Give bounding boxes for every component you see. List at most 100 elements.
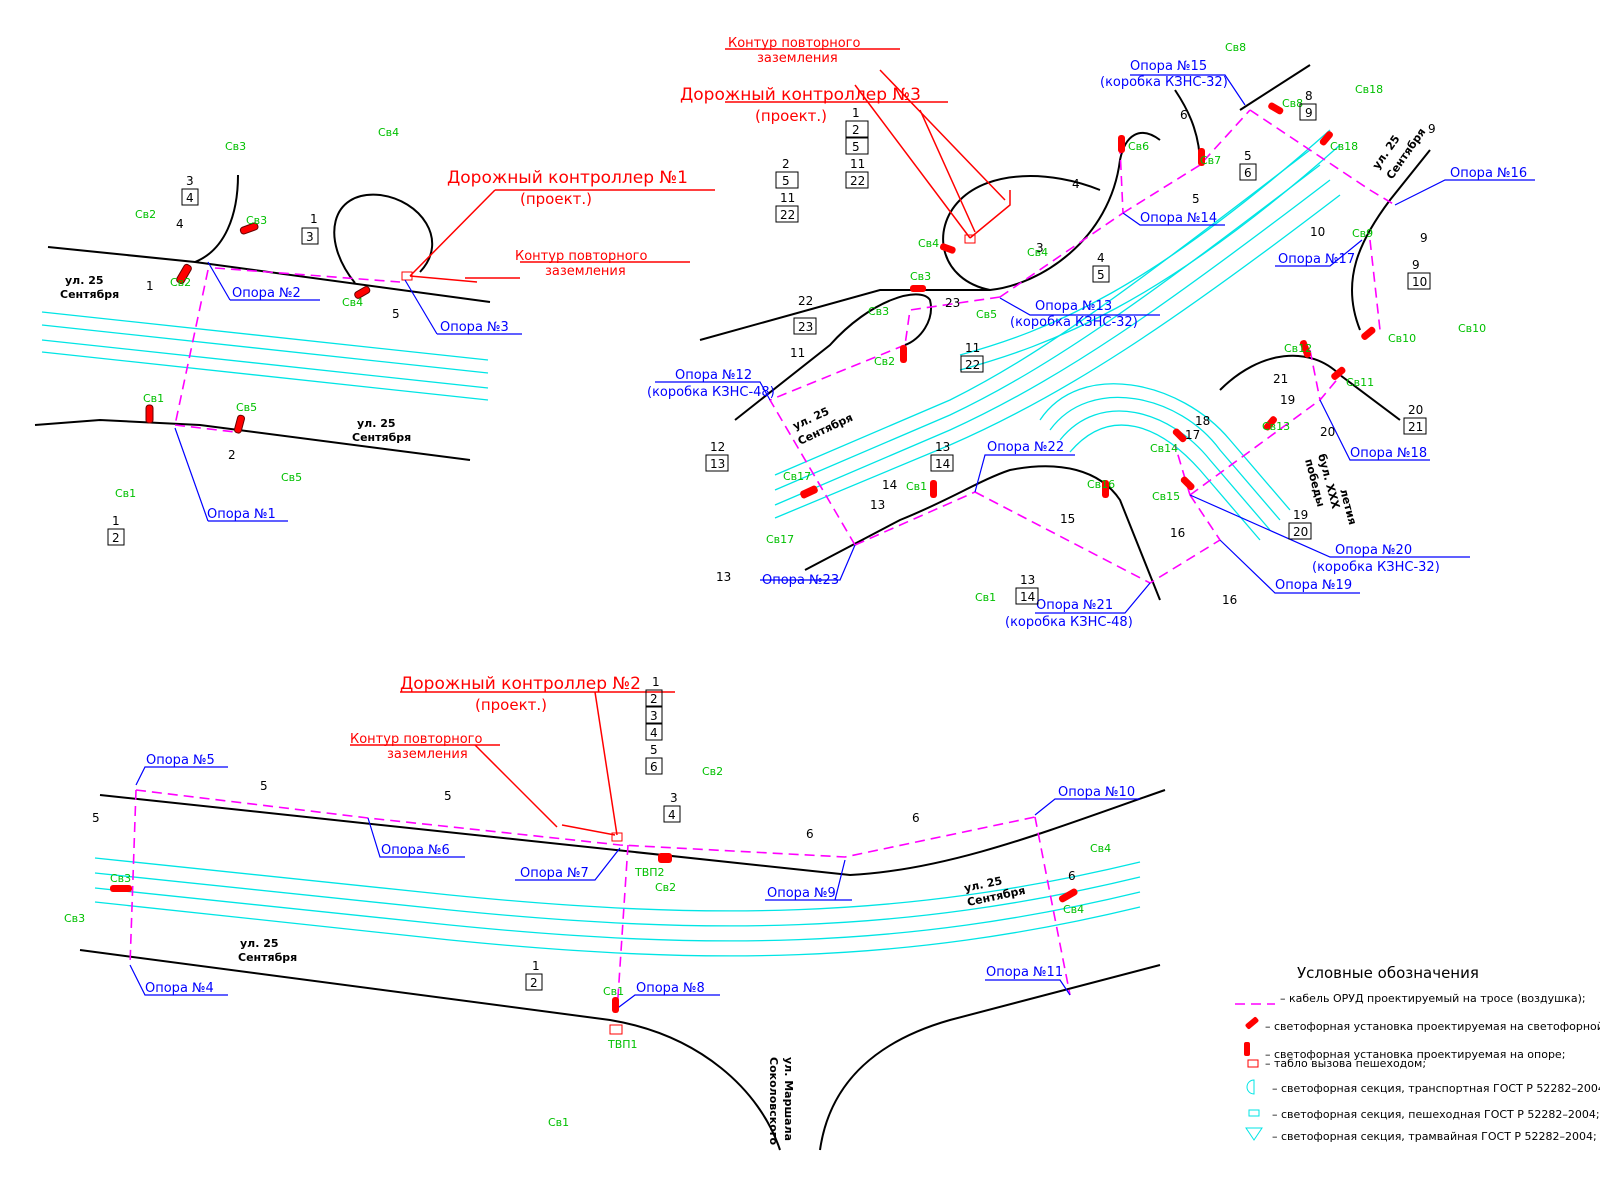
signal-posts[interactable] — [799, 101, 1377, 499]
signal-label: Св3 — [64, 912, 85, 925]
street-label: ул. 25 — [357, 417, 396, 430]
signal-post[interactable] — [176, 263, 193, 285]
pole-9-label: Опора №9 — [767, 886, 836, 901]
signal-post[interactable] — [110, 885, 132, 892]
svg-text:23: 23 — [945, 296, 960, 310]
signal-post[interactable] — [354, 285, 371, 299]
svg-text:6: 6 — [912, 811, 920, 825]
ground-label-bottom: заземления — [545, 264, 626, 279]
svg-text:1: 1 — [852, 106, 860, 120]
leader-line — [1275, 239, 1363, 267]
legend-title: Условные обозначения — [1297, 964, 1479, 982]
pole-20-label: Опора №20 — [1335, 543, 1412, 558]
svg-text:11: 11 — [780, 191, 795, 205]
svg-text:4: 4 — [668, 808, 676, 822]
svg-text:2: 2 — [228, 448, 236, 462]
svg-text:14: 14 — [1020, 590, 1035, 604]
signal-label: Св1 — [906, 480, 927, 493]
svg-text:15: 15 — [1060, 512, 1075, 526]
svg-text:3: 3 — [186, 174, 194, 188]
svg-text:14: 14 — [882, 478, 897, 492]
cable-line — [904, 296, 1001, 346]
leader-line — [1034, 798, 1140, 816]
cable-line — [1249, 109, 1396, 206]
svg-text:1: 1 — [146, 279, 154, 293]
cable-line — [616, 844, 629, 1013]
svg-text:5: 5 — [650, 743, 658, 757]
svg-text:5: 5 — [1244, 149, 1252, 163]
svg-text:22: 22 — [780, 208, 795, 222]
road-edge — [194, 174, 239, 263]
signal-label: Св16 — [1087, 478, 1115, 491]
svg-text:3: 3 — [1036, 241, 1044, 255]
legend-item-3: – светофорная установка проектируемая на… — [1265, 1048, 1565, 1061]
svg-text:21: 21 — [1273, 372, 1288, 386]
svg-text:20: 20 — [1293, 525, 1308, 539]
pole-22-label: Опора №22 — [987, 440, 1064, 455]
signal-label: Св12 — [1284, 342, 1312, 355]
leader-line — [765, 859, 852, 901]
ground-label-bottom: заземления — [757, 51, 838, 66]
svg-text:12: 12 — [710, 440, 725, 454]
leader-line — [1319, 399, 1430, 461]
signal-post[interactable] — [612, 997, 619, 1013]
leader-line — [404, 279, 438, 335]
svg-text:11: 11 — [965, 341, 980, 355]
street-label: Сентября — [352, 431, 411, 444]
legend-tram-section-icon — [1245, 1127, 1263, 1141]
signal-post[interactable] — [239, 222, 259, 235]
svg-text:22: 22 — [798, 294, 813, 308]
controller-1-box[interactable] — [401, 271, 413, 281]
signal-label: Св13 — [1262, 420, 1290, 433]
svg-text:21: 21 — [1408, 420, 1423, 434]
signal-post[interactable] — [145, 404, 154, 424]
pole-4-label: Опора №4 — [145, 981, 214, 996]
svg-text:6: 6 — [1180, 108, 1188, 122]
signal-label: Св18 — [1355, 83, 1383, 96]
controller-1-title: Дорожный контроллер №1 — [447, 168, 688, 188]
svg-text:13: 13 — [935, 440, 950, 454]
svg-text:17: 17 — [1185, 428, 1200, 442]
signal-label: Св2 — [170, 276, 191, 289]
cable-line — [1369, 239, 1381, 331]
leader-line — [1035, 582, 1151, 614]
svg-text:5: 5 — [392, 307, 400, 321]
cable-line — [174, 269, 209, 426]
pole-16-label: Опора №16 — [1450, 166, 1527, 181]
controller-2-title: Дорожный контроллер №2 — [400, 674, 641, 694]
ground-line — [409, 275, 478, 283]
signal-label: Св1 — [603, 985, 624, 998]
svg-text:20: 20 — [1320, 425, 1335, 439]
signal-post[interactable] — [233, 414, 246, 434]
signal-label: Св5 — [281, 471, 302, 484]
pole-19-label: Опора №19 — [1275, 578, 1352, 593]
cable-index-labels: 1 2 3 4 5 6 5 5 5 3 4 6 6 6 1 2 — [92, 675, 1076, 991]
road-edge — [1239, 64, 1311, 111]
street-label: ул. Маршала — [782, 1057, 795, 1141]
svg-text:13: 13 — [1020, 573, 1035, 587]
svg-text:23: 23 — [798, 320, 813, 334]
pole-6-label: Опора №6 — [381, 843, 450, 858]
svg-text:6: 6 — [1244, 166, 1252, 180]
svg-text:4: 4 — [176, 217, 184, 231]
signal-label: Св8 — [1225, 41, 1246, 54]
svg-text:9: 9 — [1305, 106, 1313, 120]
pole-14-label: Опора №14 — [1140, 211, 1217, 226]
pole-3-label: Опора №3 — [440, 320, 509, 335]
legend-item-6: – светофорная секция, пешеходная ГОСТ Р … — [1272, 1108, 1600, 1121]
svg-text:22: 22 — [965, 358, 980, 372]
leader-line — [1189, 494, 1470, 558]
svg-text:1: 1 — [652, 675, 660, 689]
road-edge — [99, 789, 1166, 877]
legend-pole-icon — [1244, 1042, 1250, 1056]
svg-text:6: 6 — [1068, 869, 1076, 883]
signal-label: Св1 — [115, 487, 136, 500]
pole-7-label: Опора №7 — [520, 866, 589, 881]
call-button-panel[interactable] — [609, 1024, 623, 1035]
controller-2-sub: (проект.) — [475, 696, 547, 714]
controller-3-box[interactable] — [964, 234, 976, 244]
tram-tracks — [774, 129, 1341, 541]
svg-text:10: 10 — [1310, 225, 1325, 239]
signal-post[interactable] — [1058, 887, 1079, 903]
signal-post[interactable] — [658, 853, 672, 863]
